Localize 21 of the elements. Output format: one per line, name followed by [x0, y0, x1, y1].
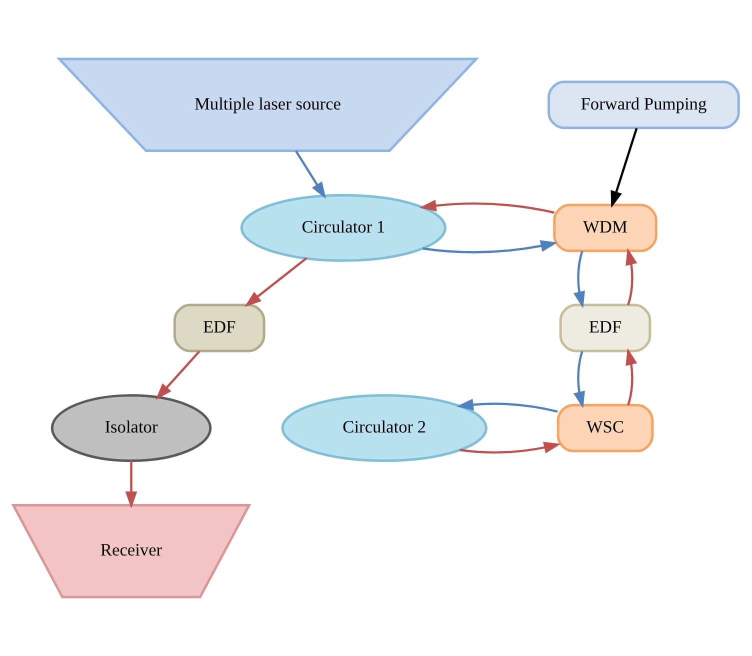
arrow	[419, 200, 554, 214]
arrow	[125, 460, 138, 508]
node-box: WDM	[553, 204, 658, 252]
arrow	[626, 248, 638, 306]
node-box: WSC	[556, 404, 654, 452]
arrow	[573, 250, 585, 308]
node-box: EDF	[173, 304, 266, 352]
arrow	[244, 257, 308, 307]
arrow	[610, 128, 638, 208]
arrow	[460, 442, 561, 454]
node-box: EDF	[559, 304, 652, 352]
node-box: Forward Pumping	[548, 80, 740, 130]
arrow	[294, 150, 326, 199]
arrow	[573, 351, 585, 408]
node-ellipse: Circulator 1	[240, 194, 446, 262]
node-ellipse: Isolator	[50, 394, 212, 462]
arrow	[422, 240, 558, 254]
node-ellipse: Circulator 2	[281, 394, 488, 462]
arrow	[156, 350, 200, 400]
arrow	[626, 348, 638, 406]
arrow	[456, 398, 558, 413]
